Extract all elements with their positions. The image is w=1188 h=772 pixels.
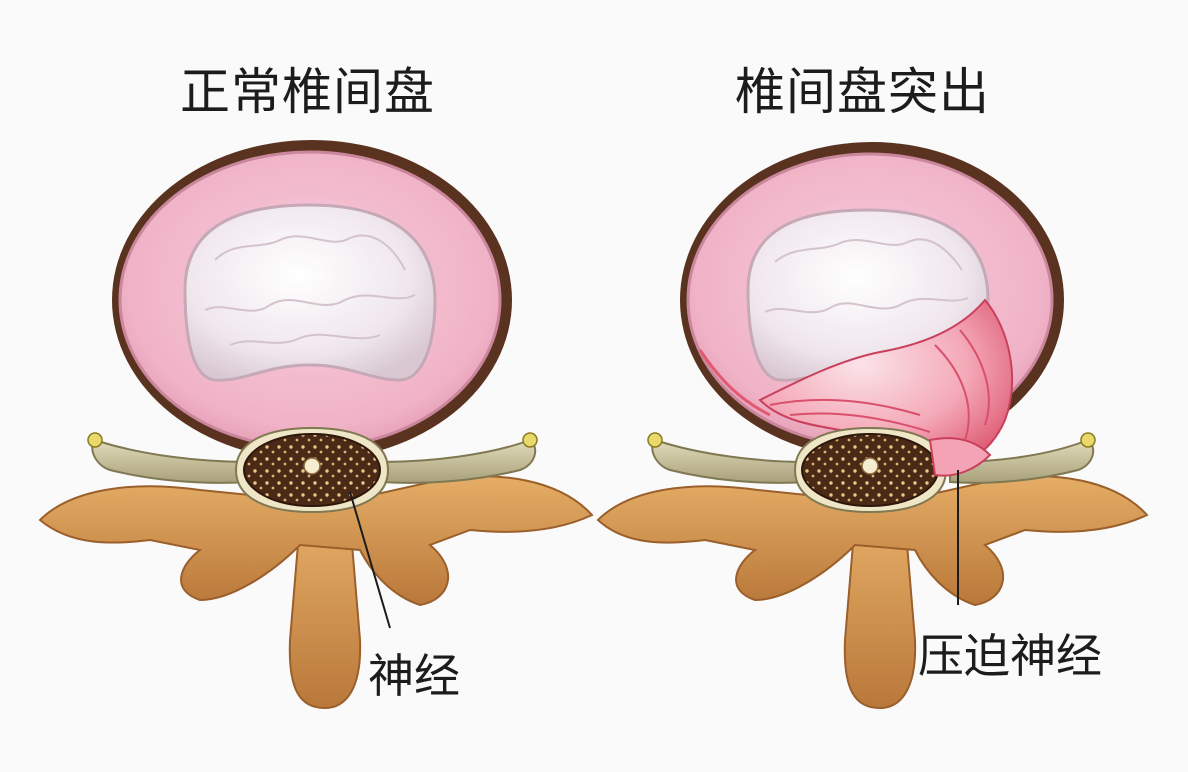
herniated-nerve-roots xyxy=(647,432,1096,484)
nerve-pointer-line xyxy=(349,491,391,629)
normal-disc-title: 正常椎间盘 xyxy=(180,63,435,121)
nerve-label: 神经 xyxy=(368,649,460,703)
normal-disc xyxy=(112,140,512,460)
compression-point xyxy=(928,437,992,477)
normal-nerve-roots xyxy=(87,432,538,484)
herniated-disc xyxy=(680,142,1064,465)
herniated-disc-title: 椎间盘突出 xyxy=(735,63,990,121)
normal-spinal-canal xyxy=(234,426,390,514)
compressed-nerve-label: 压迫神经 xyxy=(918,629,1102,683)
herniated-spinal-canal xyxy=(793,426,992,514)
